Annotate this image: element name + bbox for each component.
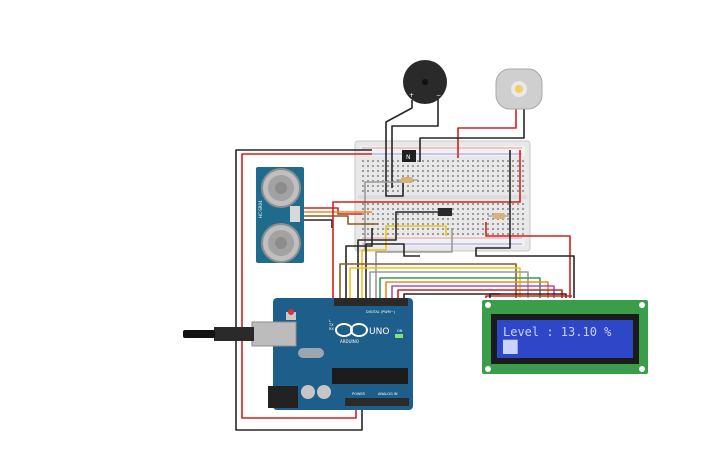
on-label: ON bbox=[397, 329, 403, 333]
wire-lcd-orange bbox=[385, 281, 549, 300]
l-label: L bbox=[329, 319, 331, 323]
wire-lcd-green bbox=[379, 277, 541, 300]
transistor: N bbox=[402, 150, 416, 162]
buzzer: + − bbox=[403, 60, 447, 104]
wires bbox=[235, 98, 575, 431]
slide-switch bbox=[438, 208, 452, 216]
wire-buzzer-black bbox=[385, 100, 413, 197]
wire-sensor-brown bbox=[300, 215, 378, 225]
wire-lcd-black bbox=[403, 293, 567, 300]
digital-header-label: DIGITAL (PWM~) bbox=[366, 310, 396, 314]
rx-label: RX bbox=[329, 327, 334, 331]
wire-red-rail-2 bbox=[485, 222, 571, 298]
lcd-line-1: Level : 13.10 % bbox=[503, 325, 612, 339]
breadboard bbox=[354, 140, 531, 252]
wire-lcd-purple bbox=[391, 285, 555, 300]
wire-red-5v-loop bbox=[241, 153, 372, 419]
resistor-2 bbox=[488, 213, 510, 219]
wire-d-black-1 bbox=[345, 228, 373, 300]
tx-label: TX bbox=[328, 323, 334, 327]
wire-motor-red bbox=[457, 108, 517, 158]
wire-lcd-black-2 bbox=[489, 293, 500, 298]
wire-black-rail-1 bbox=[475, 150, 575, 298]
wire-lcd-yellow bbox=[349, 267, 521, 300]
wire-buzzer-black-2 bbox=[391, 98, 439, 188]
power-label: POWER bbox=[352, 392, 366, 396]
wire-d-gray bbox=[375, 228, 453, 300]
sensor-label: HC-SR04 bbox=[258, 200, 263, 218]
wire-d-black-2 bbox=[357, 211, 440, 300]
wire-lcd-red-2 bbox=[485, 295, 572, 298]
resistor-1 bbox=[396, 177, 418, 183]
wire-lcd-brown bbox=[339, 263, 517, 300]
arduino-uno: UNO ARDUINO DIGITAL (PWM~) POWER ANALOG … bbox=[183, 298, 413, 410]
wire-sensor-red bbox=[300, 207, 362, 215]
wire-motor-black bbox=[419, 108, 525, 162]
transistor-label: N bbox=[406, 154, 411, 161]
wire-lcd-gray bbox=[369, 271, 529, 300]
ultrasonic-sensor: HC-SR04 bbox=[256, 167, 304, 263]
wire-d-yellow bbox=[361, 225, 447, 300]
wire-red-rail-1 bbox=[332, 150, 521, 300]
wire-d-black-3 bbox=[365, 243, 420, 300]
wire-black-gnd-loop bbox=[235, 149, 372, 431]
buzzer-minus-label: − bbox=[436, 92, 441, 99]
buzzer-plus-label: + bbox=[409, 92, 414, 99]
analog-label: ANALOG IN bbox=[378, 392, 398, 396]
arduino-uno-label: UNO bbox=[369, 327, 389, 337]
dc-motor bbox=[495, 68, 543, 110]
lcd-line-2: ██ bbox=[502, 339, 518, 354]
wire-gray bbox=[364, 181, 403, 250]
wire-lcd-red bbox=[397, 289, 563, 300]
wire-sensor-black bbox=[300, 219, 333, 228]
lcd-display: Level : 13.10 % ██ bbox=[482, 300, 648, 374]
arduino-brand: ARDUINO bbox=[340, 339, 359, 344]
breadboard-holes bbox=[362, 160, 524, 235]
